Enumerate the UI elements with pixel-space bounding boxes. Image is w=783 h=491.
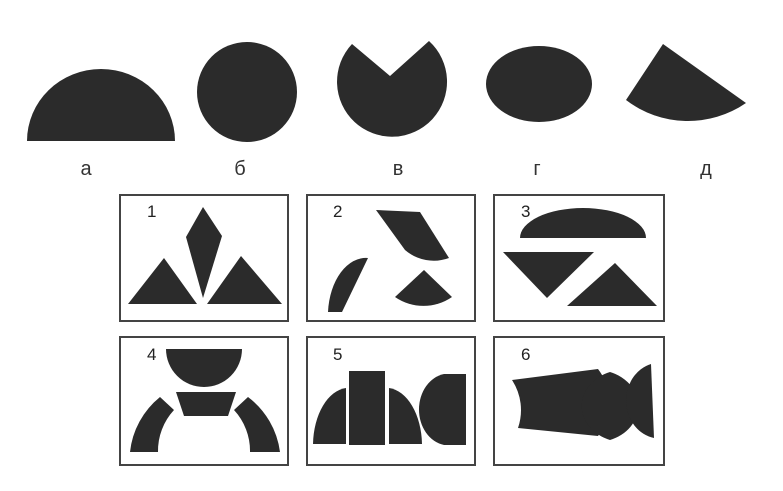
shape-b-circle [197, 42, 297, 142]
panel-number: 3 [521, 202, 530, 221]
panel-number: 5 [333, 345, 342, 364]
label-shape-d: д [700, 158, 712, 180]
label-shape-a: а [80, 158, 92, 180]
shape-d-sector [626, 44, 746, 122]
piece-quarter-left [313, 388, 346, 444]
panel-number: 1 [147, 202, 156, 221]
piece-lens-right [626, 364, 654, 438]
panel-4: 4 [119, 336, 289, 466]
piece-segment [328, 257, 368, 312]
piece-kite [186, 207, 222, 298]
panel-5: 5 [306, 336, 476, 466]
label-shape-b: б [234, 158, 245, 180]
piece-sector-left [128, 258, 197, 304]
label-shape-g: г [533, 158, 540, 180]
panel-number: 6 [521, 345, 530, 364]
panel-number: 4 [147, 345, 156, 364]
piece-half-disc [166, 349, 242, 387]
piece-quarter-right [389, 388, 422, 444]
piece-sector-right [207, 256, 282, 304]
piece-lens [418, 374, 466, 445]
piece-triangle-down [503, 252, 594, 298]
piece-arc-left [130, 397, 174, 452]
shape-v-notched-circle [337, 41, 448, 137]
piece-arc-block [176, 392, 236, 416]
panel-number: 2 [333, 202, 342, 221]
shape-g-ellipse [486, 46, 592, 122]
panel-1: 1 [119, 194, 289, 322]
shape-a-semicircle [27, 69, 175, 141]
panel-6: 6 [493, 336, 665, 466]
piece-triangle-up [567, 263, 657, 306]
piece-lens-middle [581, 372, 639, 440]
panel-2: 2 [306, 194, 476, 322]
label-shape-v: в [393, 158, 404, 180]
piece-rectangle [349, 371, 385, 445]
panel-3: 3 [493, 194, 665, 322]
piece-cap [520, 208, 646, 238]
piece-small-sector [395, 270, 452, 306]
piece-arc-right [234, 397, 280, 452]
piece-band [376, 210, 449, 261]
